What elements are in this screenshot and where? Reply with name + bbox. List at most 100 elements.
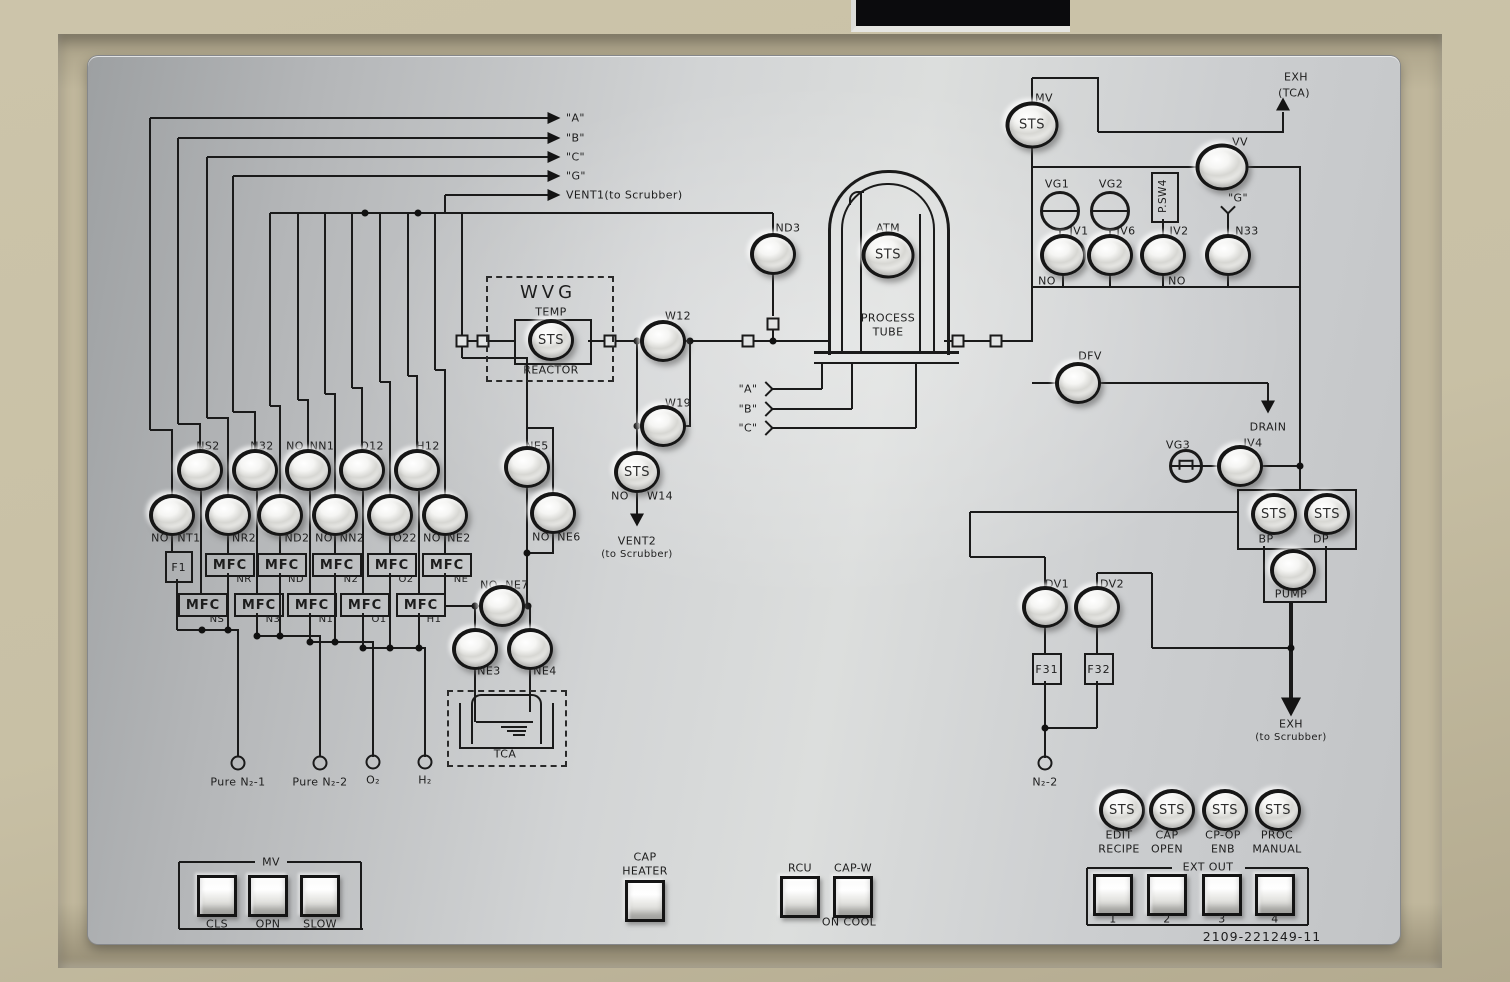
w19-label: W19	[664, 396, 692, 410]
ne5-label: NE5	[525, 439, 549, 453]
ne7-valve-button[interactable]	[479, 585, 525, 627]
pipe	[1096, 78, 1100, 132]
mv-opn-button[interactable]	[248, 875, 288, 917]
pipe	[255, 491, 259, 593]
proc-manual-sts-button[interactable]: STS	[1255, 789, 1301, 831]
pipe	[380, 380, 391, 384]
cap-heater-button[interactable]	[625, 880, 665, 922]
pipe	[308, 491, 312, 593]
dv1-valve-button[interactable]	[1022, 586, 1068, 628]
pipe	[388, 536, 392, 553]
ne3-valve-button[interactable]	[452, 628, 498, 670]
nt1-valve-button[interactable]	[149, 494, 195, 536]
o22-valve-button[interactable]	[367, 494, 413, 536]
n32-label: N32	[250, 439, 274, 453]
pipe	[207, 155, 548, 159]
atm-sts-button[interactable]: STS	[861, 231, 915, 279]
nn2-valve-button[interactable]	[312, 494, 358, 536]
n32-valve-button[interactable]	[232, 449, 278, 491]
pipe	[1043, 681, 1047, 728]
cp-op-enb-sts-button[interactable]: STS	[1202, 789, 1248, 831]
pipe	[433, 213, 437, 370]
w19-valve-button[interactable]	[640, 405, 686, 447]
pipe	[1298, 167, 1302, 490]
pump-button[interactable]	[1270, 549, 1316, 591]
ext-out-4-button[interactable]	[1255, 874, 1295, 916]
vent2-arrow	[630, 513, 644, 527]
psw4-box	[1151, 172, 1179, 223]
junction-dot	[633, 337, 641, 345]
dv2-valve-button[interactable]	[1074, 586, 1120, 628]
h12-valve-button[interactable]	[394, 449, 440, 491]
pipe	[298, 398, 309, 402]
pipe	[1150, 573, 1154, 648]
ext-out-2-button[interactable]	[1147, 874, 1187, 916]
pipe	[177, 628, 239, 632]
mfc-box-n3: MFC	[234, 593, 284, 617]
wvg-temp-sts-button[interactable]: STS	[528, 319, 574, 361]
flow-arrow-right	[547, 151, 561, 163]
pipe	[361, 613, 365, 648]
vv-valve-button[interactable]	[1195, 143, 1249, 191]
dfv-valve-button[interactable]	[1055, 362, 1101, 404]
iv4-valve-button[interactable]	[1217, 445, 1263, 487]
dp-sts-button[interactable]: STS	[1304, 493, 1350, 535]
pipe	[688, 341, 692, 427]
pipe	[226, 418, 230, 494]
jv1-no-label: NO	[1038, 274, 1056, 288]
ne6-valve-button[interactable]	[530, 492, 576, 534]
w12-valve-button[interactable]	[640, 320, 686, 362]
tca-dashed-box	[447, 690, 567, 767]
nd3-valve-button[interactable]	[750, 233, 796, 275]
ne2-no-label: NO	[423, 531, 441, 545]
nr2-valve-button[interactable]	[205, 494, 251, 536]
pipe	[350, 213, 354, 388]
pipe	[1095, 681, 1099, 728]
cap-open-sts-button[interactable]: STS	[1149, 789, 1195, 831]
pipe	[1262, 464, 1301, 468]
nd2-valve-button[interactable]	[257, 494, 303, 536]
pipe	[278, 536, 282, 553]
pipe	[177, 862, 181, 929]
jv1-valve-button[interactable]	[1040, 234, 1086, 276]
mv-slow-button[interactable]	[300, 875, 340, 917]
pipe	[207, 416, 229, 420]
pipe	[771, 213, 775, 234]
pipe	[1095, 628, 1099, 653]
rcu-button[interactable]	[780, 876, 820, 918]
vg1-label: VG1	[1044, 177, 1070, 191]
n33-valve-button[interactable]	[1205, 234, 1251, 276]
pure-n2-1-label: Pure N₂-1	[210, 775, 266, 789]
pipe	[1087, 866, 1172, 870]
mfc-box-ns: MFC	[178, 593, 228, 617]
mv-sts-button[interactable]: STS	[1005, 101, 1059, 149]
mfc-box-n1: MFC	[287, 593, 337, 617]
mfc-ns-label: NS	[209, 614, 225, 625]
ne2-valve-button[interactable]	[422, 494, 468, 536]
ne4-valve-button[interactable]	[507, 628, 553, 670]
pipe	[1152, 646, 1291, 650]
iv2-valve-button[interactable]	[1140, 234, 1186, 276]
mfc-nd-label: ND	[288, 574, 304, 585]
w14-sts-button[interactable]: STS	[614, 451, 660, 493]
f1-box: F1	[165, 551, 193, 583]
pump-block-lower	[1263, 546, 1327, 603]
cap-w-button[interactable]	[833, 876, 873, 918]
pipe	[525, 488, 529, 606]
o12-valve-button[interactable]	[339, 449, 385, 491]
ext-out-1-button[interactable]	[1093, 874, 1133, 916]
ne6-label: NE6	[557, 530, 581, 544]
ne5-valve-button[interactable]	[504, 446, 550, 488]
ext-out-1-label: 1	[1109, 912, 1117, 926]
mv-cls-button[interactable]	[197, 875, 237, 917]
edit-recipe-sts-button[interactable]: STS	[1099, 789, 1145, 831]
nn1-valve-button[interactable]	[285, 449, 331, 491]
jv6-valve-button[interactable]	[1087, 234, 1133, 276]
ext-out-3-button[interactable]	[1202, 874, 1242, 916]
ns2-valve-button[interactable]	[177, 449, 223, 491]
mfc-box-n2: MFC	[312, 553, 362, 577]
edit-label: EDIT	[1105, 828, 1133, 842]
bp-sts-button[interactable]: STS	[1251, 493, 1297, 535]
pipe	[820, 364, 824, 389]
proc-label: PROC	[1260, 828, 1294, 842]
